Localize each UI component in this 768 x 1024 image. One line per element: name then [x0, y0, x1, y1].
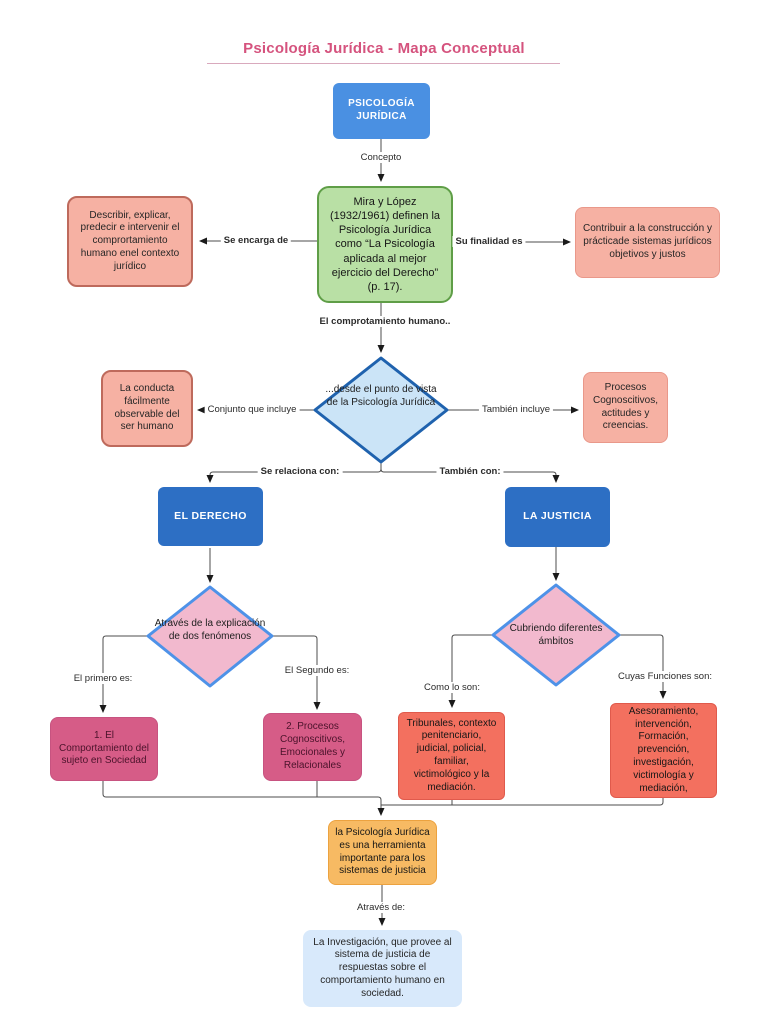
node-tribunales: Tribunales, contexto penitenciario, judi… — [398, 712, 505, 800]
diamond-text-atraves-explicacion: Através de la explicación de dos fenómen… — [154, 618, 266, 642]
node-describir: Describir, explicar, predecir e interven… — [67, 196, 193, 287]
node-contribuir: Contribuir a la construcción y prácticad… — [575, 207, 720, 278]
node-conducta: La conducta fácilmente observable del se… — [101, 370, 193, 447]
edge-label-comportamiento-humano: El comprotamiento humano.. — [316, 316, 454, 327]
diamond-atraves-explicacion — [146, 585, 274, 688]
page-title: Psicología Jurídica - Mapa Conceptual — [243, 40, 525, 57]
edge-converge-1 — [102, 781, 385, 816]
edge-tambien-con — [380, 468, 560, 483]
edge-label-se-relaciona: Se relaciona con: — [257, 466, 343, 477]
node-procesos-emocionales: 2. Procesos Cognoscitivos, Emocionales y… — [263, 713, 362, 781]
title-underline — [207, 63, 560, 64]
node-el-derecho: EL DERECHO — [158, 487, 263, 546]
diamond-cubriendo-ambitos — [491, 583, 621, 687]
edge-label-funciones: Cuyas Funciones son: — [615, 671, 715, 682]
edge-segundo — [272, 635, 321, 710]
edge-label-concepto: Concepto — [357, 152, 405, 163]
edge-label-como-son: Como lo son: — [421, 682, 483, 693]
node-investigacion: La Investigación, que provee al sistema … — [303, 930, 462, 1007]
edge-label-primero: El primero es: — [70, 673, 136, 684]
node-psicologia-juridica: PSICOLOGÍA JURÍDICA — [333, 83, 430, 139]
edge-label-se-encarga: Se encarga de — [220, 235, 292, 246]
edge-label-tambien-con: También con: — [436, 466, 504, 477]
node-asesoramiento: Asesoramiento, intervención, Formación, … — [610, 703, 717, 798]
edge-funciones — [619, 634, 667, 699]
node-comportamiento-sujeto: 1. El Comportamiento del sujeto en Socie… — [50, 717, 158, 781]
edge-label-segundo: El Segundo es: — [281, 665, 353, 676]
node-herramienta: la Psicología Jurídica es una herramient… — [328, 820, 437, 885]
node-la-justicia: LA JUSTICIA — [505, 487, 610, 547]
node-procesos-actitudes: Procesos Cognoscitivos, actitudes y cree… — [583, 372, 668, 443]
edge-converge-4 — [381, 798, 664, 806]
edge-label-finalidad: Su finalidad es — [452, 236, 526, 247]
diamond-desde-punto-vista — [313, 356, 449, 464]
edge-primero — [99, 635, 148, 713]
edge-como-son — [448, 634, 493, 708]
edge-label-conjunto-incluye: Conjunto que incluye — [204, 404, 300, 415]
diamond-text-cubriendo-ambitos: Cubriendo diferentes ámbitos — [509, 623, 603, 647]
diamond-text-desde-punto-vista: ...desde el punto de vista de la Psicolo… — [325, 384, 437, 408]
edge-label-tambien-incluye: También incluye — [478, 404, 554, 415]
node-definicion: Mira y López (1932/1961) definen la Psic… — [317, 186, 453, 303]
edge-label-atraves-de: Através de: — [353, 902, 409, 913]
